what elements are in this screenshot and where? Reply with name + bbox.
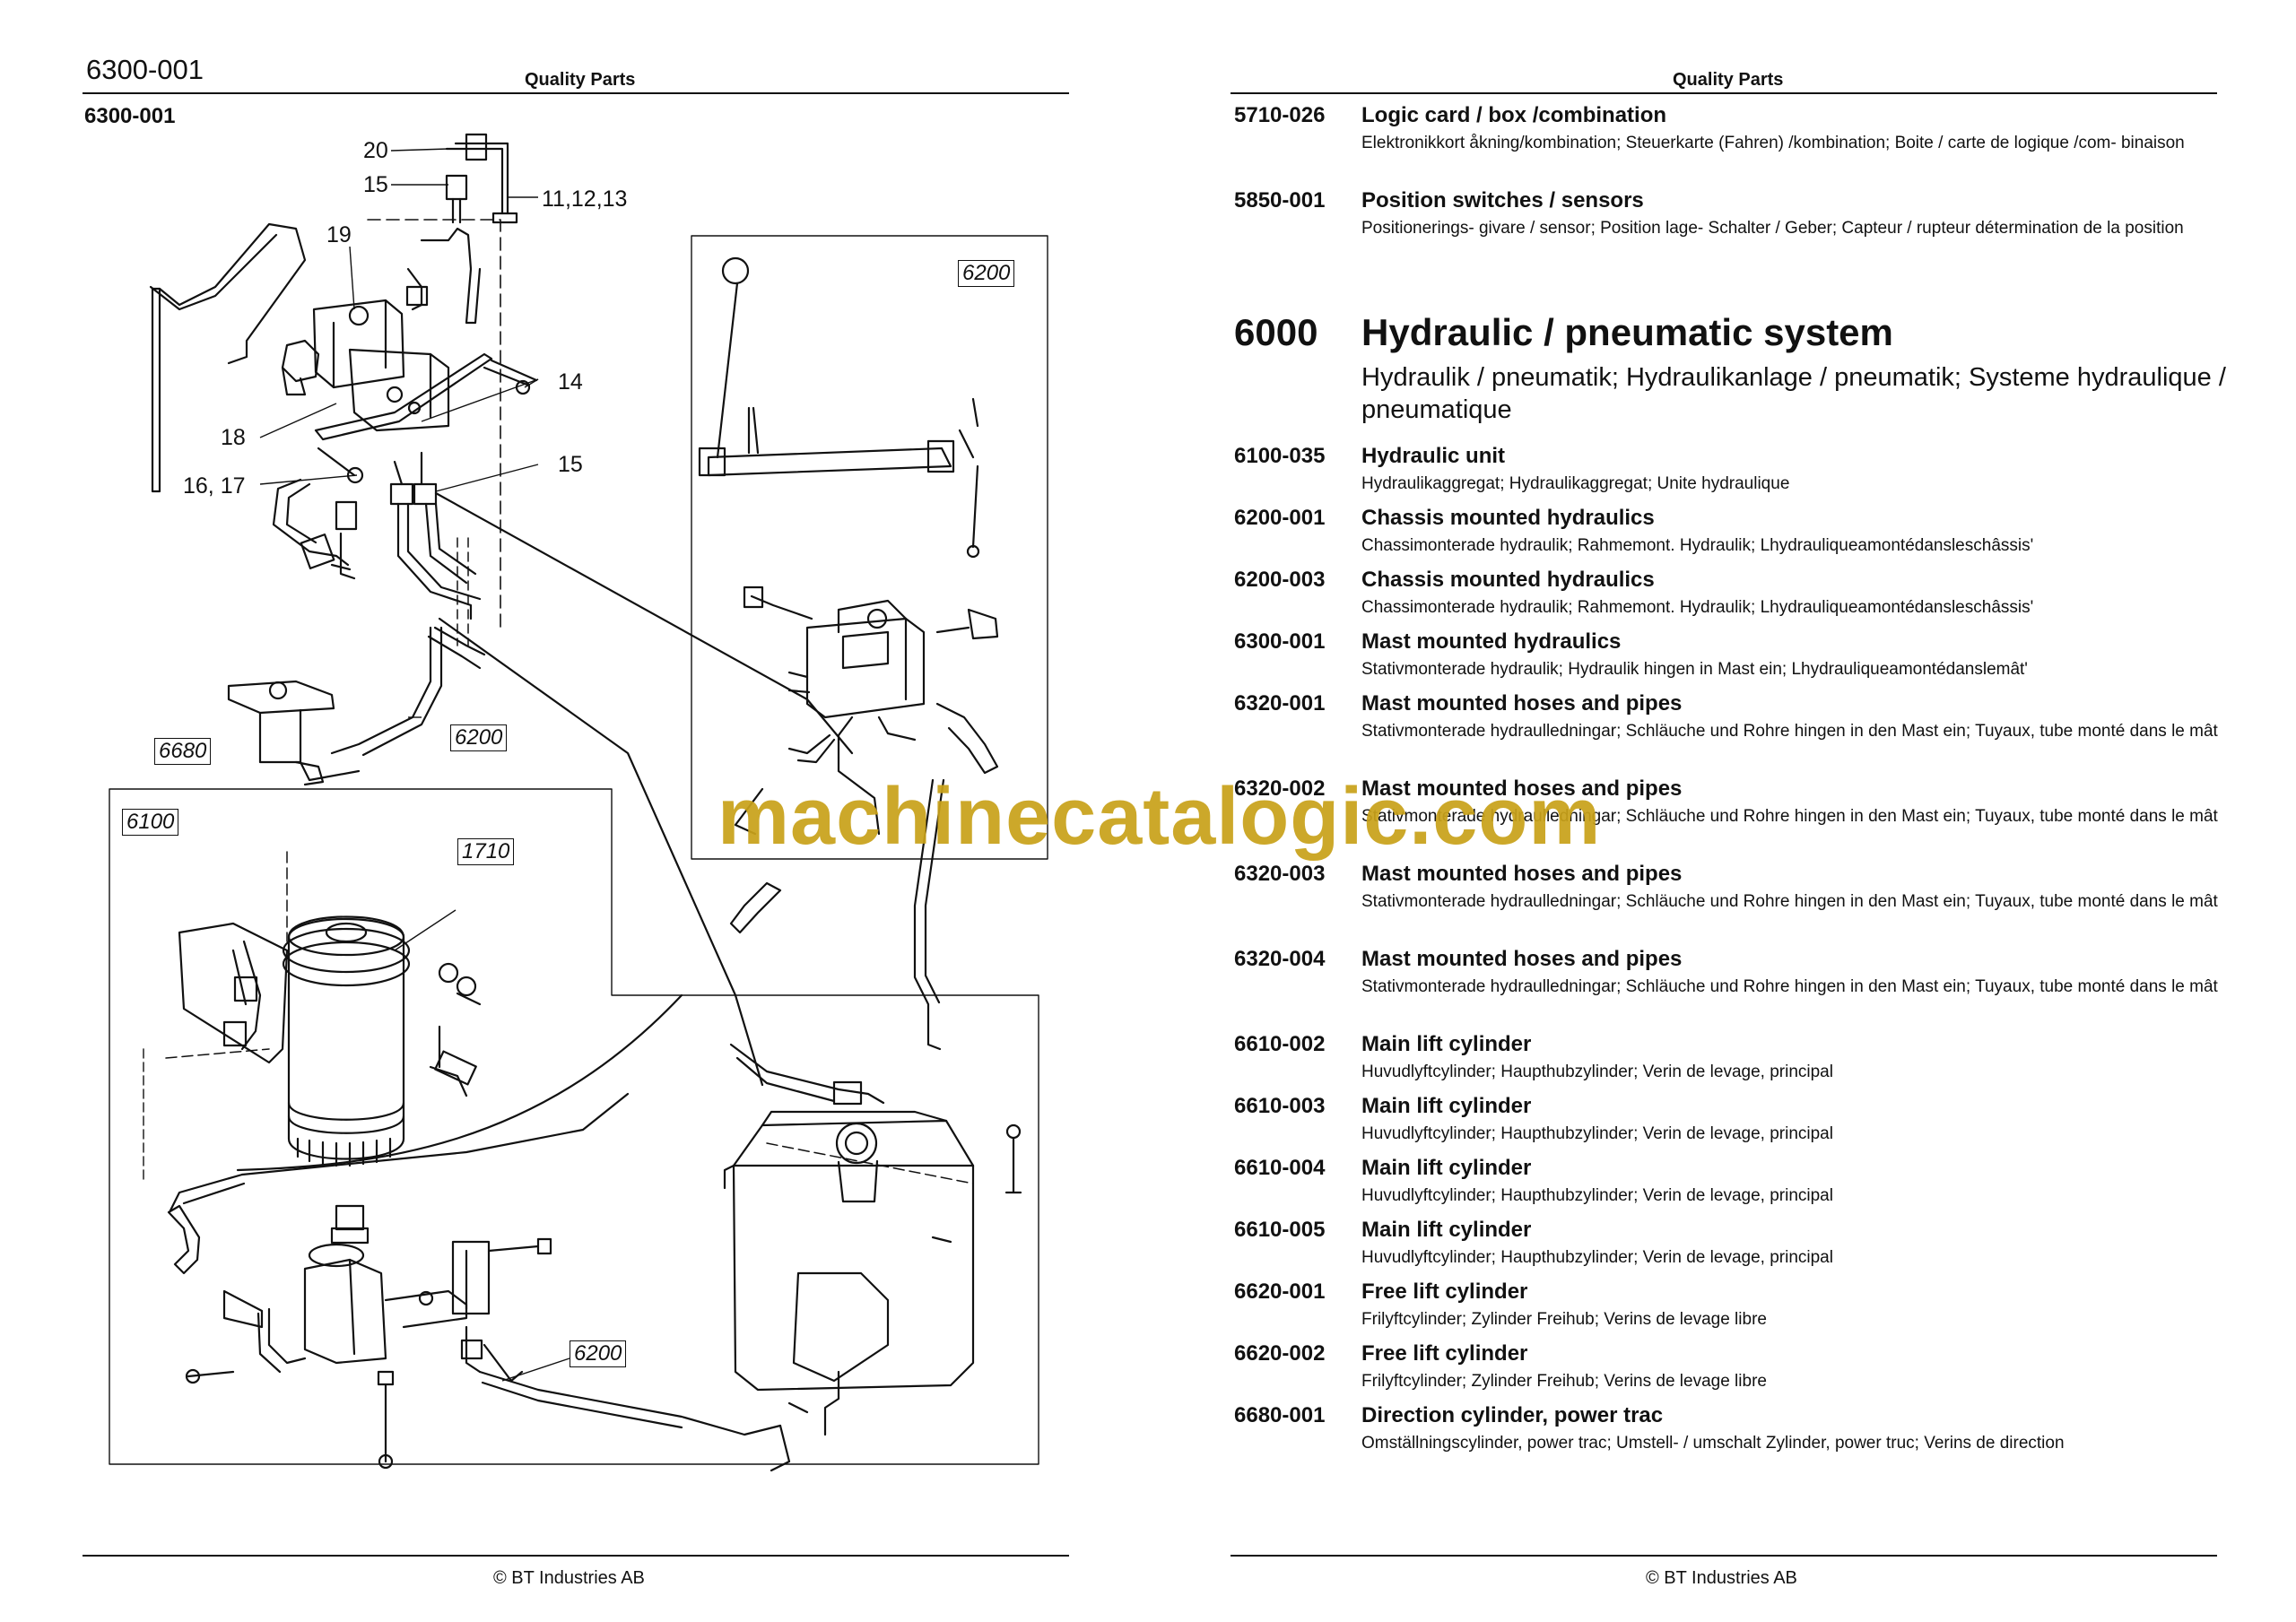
- inset-frame-6100: [109, 788, 1039, 1465]
- ref-box-6200-lower: 6200: [570, 1340, 627, 1367]
- entry-title: Main lift cylinder: [1361, 1094, 1532, 1118]
- callout-16-17: 16, 17: [183, 473, 246, 499]
- ref-box-6200-inset: 6200: [958, 260, 1015, 287]
- entry-code: 6200-001: [1234, 506, 1326, 530]
- entry-code: 6610-002: [1234, 1032, 1326, 1056]
- section-translations: Hydraulik / pneumatik; Hydraulikanlage /…: [1361, 363, 2226, 424]
- entry-translations: Stativmonterade hydraulik; Hydraulik hin…: [1361, 660, 2028, 679]
- ref-box-6200: 6200: [450, 724, 508, 751]
- entry-code: 6320-004: [1234, 947, 1326, 971]
- left-page: 6300-001 Quality Parts 6300-001: [83, 54, 1069, 1588]
- entry-translations: Stativmonterade hydraulledningar; Schläu…: [1361, 807, 2218, 826]
- watermark: machinecatalogic.com: [718, 772, 1602, 862]
- hydraulic-schematic: [109, 133, 1048, 1472]
- footer-rule: [83, 1555, 1069, 1557]
- entry-translations: Positionerings- givare / sensor; Positio…: [1361, 219, 2184, 238]
- entry-title: Mast mounted hoses and pipes: [1361, 776, 1683, 801]
- entry-code: 6610-004: [1234, 1156, 1326, 1180]
- inset-frame-6200: [691, 235, 1048, 860]
- ref-box-1710: 1710: [457, 838, 515, 865]
- entry-translations: Chassimonterade hydraulik; Rahmemont. Hy…: [1361, 598, 2034, 617]
- section-code: 6000: [1234, 311, 1318, 353]
- entry-translations: Omställningscylinder, power trac; Umstel…: [1361, 1434, 2065, 1453]
- ref-box-6100: 6100: [122, 809, 179, 836]
- ref-box-6680: 6680: [154, 738, 212, 765]
- header-rule: [83, 92, 1069, 94]
- entry-title: Direction cylinder, power trac: [1361, 1403, 1664, 1427]
- footer-copyright: © BT Industries AB: [493, 1568, 645, 1588]
- entry-code: 5850-001: [1234, 188, 1326, 213]
- page-code: 6300-001: [86, 54, 204, 85]
- entry-translations: Frilyftcylinder; Zylinder Freihub; Verin…: [1361, 1372, 1767, 1391]
- header-rule: [1231, 92, 2217, 94]
- entry-code: 6620-002: [1234, 1341, 1326, 1366]
- callout-15-lower: 15: [558, 452, 583, 477]
- right-page: Quality Parts 5710-026 Logic card / box …: [1148, 0, 2296, 1622]
- entry-translations: Chassimonterade hydraulik; Rahmemont. Hy…: [1361, 536, 2034, 555]
- entry-translations: Huvudlyftcylinder; Haupthubzylinder; Ver…: [1361, 1063, 1833, 1081]
- callout-14: 14: [558, 369, 583, 395]
- entry-code: 6610-003: [1234, 1094, 1326, 1118]
- entry-title: Mast mounted hydraulics: [1361, 629, 1622, 654]
- entry-code: 6320-002: [1234, 776, 1326, 801]
- entry-code: 5710-026: [1234, 103, 1326, 127]
- entry-title: Hydraulic unit: [1361, 444, 1506, 468]
- entry-code: 6300-001: [1234, 629, 1326, 654]
- entry-code: 6680-001: [1234, 1403, 1326, 1427]
- running-head: Quality Parts: [525, 70, 636, 90]
- entry-title: Chassis mounted hydraulics: [1361, 506, 1655, 530]
- figure-label: 6300-001: [84, 104, 176, 128]
- callout-11-12-13: 11,12,13: [542, 186, 628, 212]
- entry-title: Mast mounted hoses and pipes: [1361, 947, 1683, 971]
- footer-copyright: © BT Industries AB: [1646, 1568, 1797, 1588]
- callout-15: 15: [363, 172, 388, 197]
- entry-title: Main lift cylinder: [1361, 1156, 1532, 1180]
- entry-title: Chassis mounted hydraulics: [1361, 568, 1655, 592]
- entry-code: 6320-003: [1234, 862, 1326, 886]
- callout-18: 18: [221, 425, 246, 450]
- entry-code: 6620-001: [1234, 1279, 1326, 1304]
- entry-translations: Frilyftcylinder; Zylinder Freihub; Verin…: [1361, 1310, 1767, 1329]
- entry-code: 6200-003: [1234, 568, 1326, 592]
- entry-translations: Hydraulikaggregat; Hydraulikaggregat; Un…: [1361, 474, 1790, 493]
- entry-title: Logic card / box /combination: [1361, 103, 1667, 127]
- entry-translations: Stativmonterade hydraulledningar; Schläu…: [1361, 892, 2218, 911]
- entry-title: Main lift cylinder: [1361, 1032, 1532, 1056]
- entry-translations: Huvudlyftcylinder; Haupthubzylinder; Ver…: [1361, 1186, 1833, 1205]
- entry-translations: Huvudlyftcylinder; Haupthubzylinder; Ver…: [1361, 1124, 1833, 1143]
- entry-title: Mast mounted hoses and pipes: [1361, 691, 1683, 716]
- entry-title: Position switches / sensors: [1361, 188, 1644, 213]
- entry-translations: Elektronikkort åkning/kombination; Steue…: [1361, 134, 2185, 152]
- running-head: Quality Parts: [1673, 70, 1784, 90]
- footer-rule: [1231, 1555, 2217, 1557]
- callout-20: 20: [363, 138, 388, 163]
- entry-translations: Stativmonterade hydraulledningar; Schläu…: [1361, 722, 2218, 741]
- entry-title: Free lift cylinder: [1361, 1341, 1528, 1366]
- entry-translations: Huvudlyftcylinder; Haupthubzylinder; Ver…: [1361, 1248, 1833, 1267]
- entry-code: 6610-005: [1234, 1218, 1326, 1242]
- section-title: Hydraulic / pneumatic system: [1361, 311, 1893, 353]
- entry-title: Free lift cylinder: [1361, 1279, 1528, 1304]
- callout-19: 19: [326, 222, 352, 247]
- entry-title: Mast mounted hoses and pipes: [1361, 862, 1683, 886]
- entry-code: 6100-035: [1234, 444, 1326, 468]
- entry-title: Main lift cylinder: [1361, 1218, 1532, 1242]
- entry-translations: Stativmonterade hydraulledningar; Schläu…: [1361, 977, 2218, 996]
- entry-code: 6320-001: [1234, 691, 1326, 716]
